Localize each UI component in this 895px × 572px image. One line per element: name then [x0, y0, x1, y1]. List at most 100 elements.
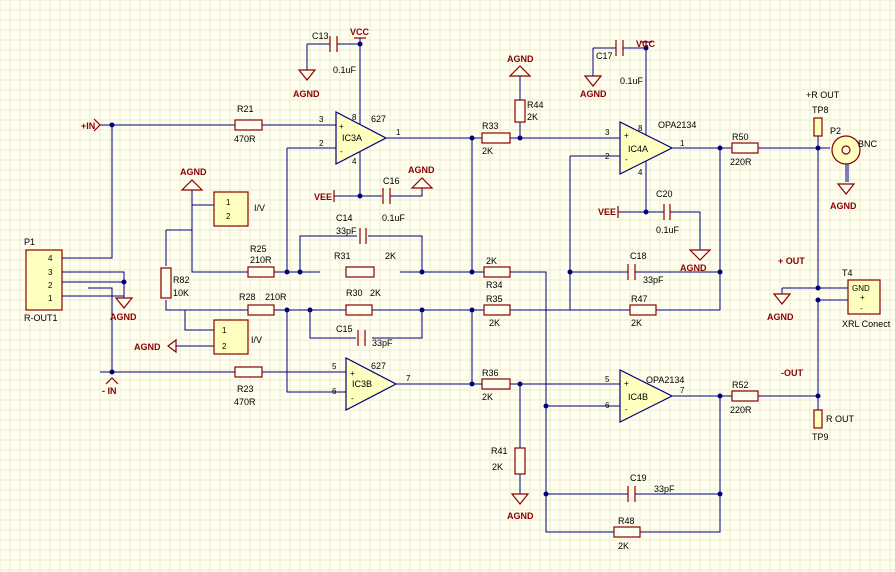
net-label-agnd-c20: AGND — [680, 263, 707, 273]
resistor-r25 — [247, 266, 275, 278]
resistor-r47 — [629, 304, 657, 316]
resistor-r30 — [345, 304, 373, 316]
iv-top-pin-1: 1 — [226, 198, 231, 207]
ic3b-pin-in-pos: 5 — [332, 362, 337, 371]
c18-designator: C18 — [630, 251, 647, 261]
r52-value: 220R — [730, 405, 752, 415]
iv-label-top: I/V — [254, 203, 265, 213]
r28-designator: R28 — [239, 292, 256, 302]
p1-comment: R-OUT1 — [24, 313, 58, 323]
p1-pin-1: 1 — [48, 294, 53, 303]
labels: VCC VCC VEE VEE AGND AGND AGND AGND AGND… — [24, 27, 891, 551]
c19-value: 33pF — [654, 484, 675, 494]
p1-designator: P1 — [24, 237, 35, 247]
ic3a-pin-in-pos: 3 — [319, 115, 324, 124]
net-label-agnd-r44: AGND — [507, 54, 534, 64]
connector-t4 — [847, 279, 881, 315]
r48-value: 2K — [618, 541, 629, 551]
r82-designator: R82 — [173, 275, 190, 285]
r21-designator: R21 — [237, 104, 254, 114]
ic3a-pin-vneg: 4 — [352, 157, 357, 166]
c14-value: 33pF — [336, 226, 357, 236]
c13-designator: C13 — [312, 31, 329, 41]
ic3a-part: 627 — [371, 114, 386, 124]
net-label-agnd-iv2: AGND — [134, 342, 161, 352]
connector-iv-bottom — [213, 319, 249, 355]
p1-pin-4: 4 — [48, 254, 53, 263]
ic3b-plus: + — [350, 369, 355, 378]
r52-designator: R52 — [732, 380, 749, 390]
ic3a-minus: - — [340, 147, 343, 156]
ic4a-part: OPA2134 — [658, 120, 696, 130]
resistor-r41 — [514, 447, 526, 475]
r33-value: 2K — [482, 146, 493, 156]
iv-bot-pin-1: 1 — [222, 326, 227, 335]
net-label-vcc-2: VCC — [636, 39, 656, 49]
r30-value: 2K — [370, 288, 381, 298]
opamp-ic4a — [619, 121, 686, 175]
net-label-agnd-c17: AGND — [580, 89, 607, 99]
r35-value: 2K — [489, 318, 500, 328]
t4-designator: T4 — [842, 268, 853, 278]
resistor-r36 — [481, 378, 511, 390]
capacitor-c16 — [382, 188, 391, 204]
opamp-ic3a — [320, 111, 388, 165]
capacitor-c17 — [615, 40, 624, 56]
c19-designator: C19 — [630, 473, 647, 483]
ic4a-plus: + — [624, 131, 629, 140]
t4-pin-gnd: GND — [852, 284, 870, 293]
iv-label-bottom: I/V — [251, 335, 262, 345]
ic4a-designator: IC4A — [628, 144, 648, 154]
resistor-r82 — [160, 267, 172, 299]
ic4b-pin-out: 7 — [680, 386, 685, 395]
r23-designator: R23 — [237, 384, 254, 394]
t4-pin-minus: - — [860, 304, 863, 313]
r50-designator: R50 — [732, 132, 749, 142]
net-label-agnd-t4: AGND — [767, 312, 794, 322]
power-symbols — [93, 37, 856, 505]
r33-designator: R33 — [482, 121, 499, 131]
connector-iv-top — [213, 191, 249, 227]
ic4a-pin-vpos: 8 — [638, 124, 643, 133]
r31-value: 2K — [385, 251, 396, 261]
resistor-r34 — [483, 266, 511, 278]
capacitors — [329, 36, 671, 502]
r44-designator: R44 — [527, 100, 544, 110]
c17-designator: C17 — [596, 51, 613, 61]
net-label-agnd-bnc: AGND — [830, 201, 857, 211]
c15-value: 33pF — [372, 338, 393, 348]
iv-top-pin-2: 2 — [226, 212, 231, 221]
resistor-r35 — [483, 304, 511, 316]
bnc-connector-p2 — [831, 135, 861, 165]
r25-designator: R25 — [250, 244, 267, 254]
r47-designator: R47 — [631, 294, 648, 304]
net-label-r-out-top: +R OUT — [806, 90, 840, 100]
resistor-r52 — [731, 390, 759, 402]
p1-pin-2: 2 — [48, 281, 53, 290]
t4-pin-plus: + — [860, 293, 865, 302]
c16-designator: C16 — [383, 176, 400, 186]
c20-designator: C20 — [656, 189, 673, 199]
resistor-r44 — [514, 99, 526, 123]
r41-value: 2K — [492, 462, 503, 472]
r25-value: 210R — [250, 255, 272, 265]
r31-designator: R31 — [334, 251, 351, 261]
r34-designator: R34 — [486, 280, 503, 290]
net-label-agnd-c16: AGND — [408, 165, 435, 175]
ic4b-designator: IC4B — [628, 392, 648, 402]
p2-designator: P2 — [830, 126, 841, 136]
ic3b-part: 627 — [371, 361, 386, 371]
r82-value: 10K — [173, 288, 189, 298]
net-label-vee-2: VEE — [598, 207, 616, 217]
c14-designator: C14 — [336, 213, 353, 223]
capacitor-c15 — [357, 330, 366, 346]
resistor-r28 — [247, 304, 275, 316]
resistor-r48 — [613, 526, 641, 538]
capacitor-c18 — [624, 264, 640, 280]
ic3a-pin-vpos: 8 — [352, 113, 357, 122]
ic3b-minus: - — [351, 394, 354, 403]
bnc-label: BNC — [858, 139, 878, 149]
r34-value: 2K — [486, 256, 497, 266]
ic4a-pin-in-pos: 3 — [605, 128, 610, 137]
